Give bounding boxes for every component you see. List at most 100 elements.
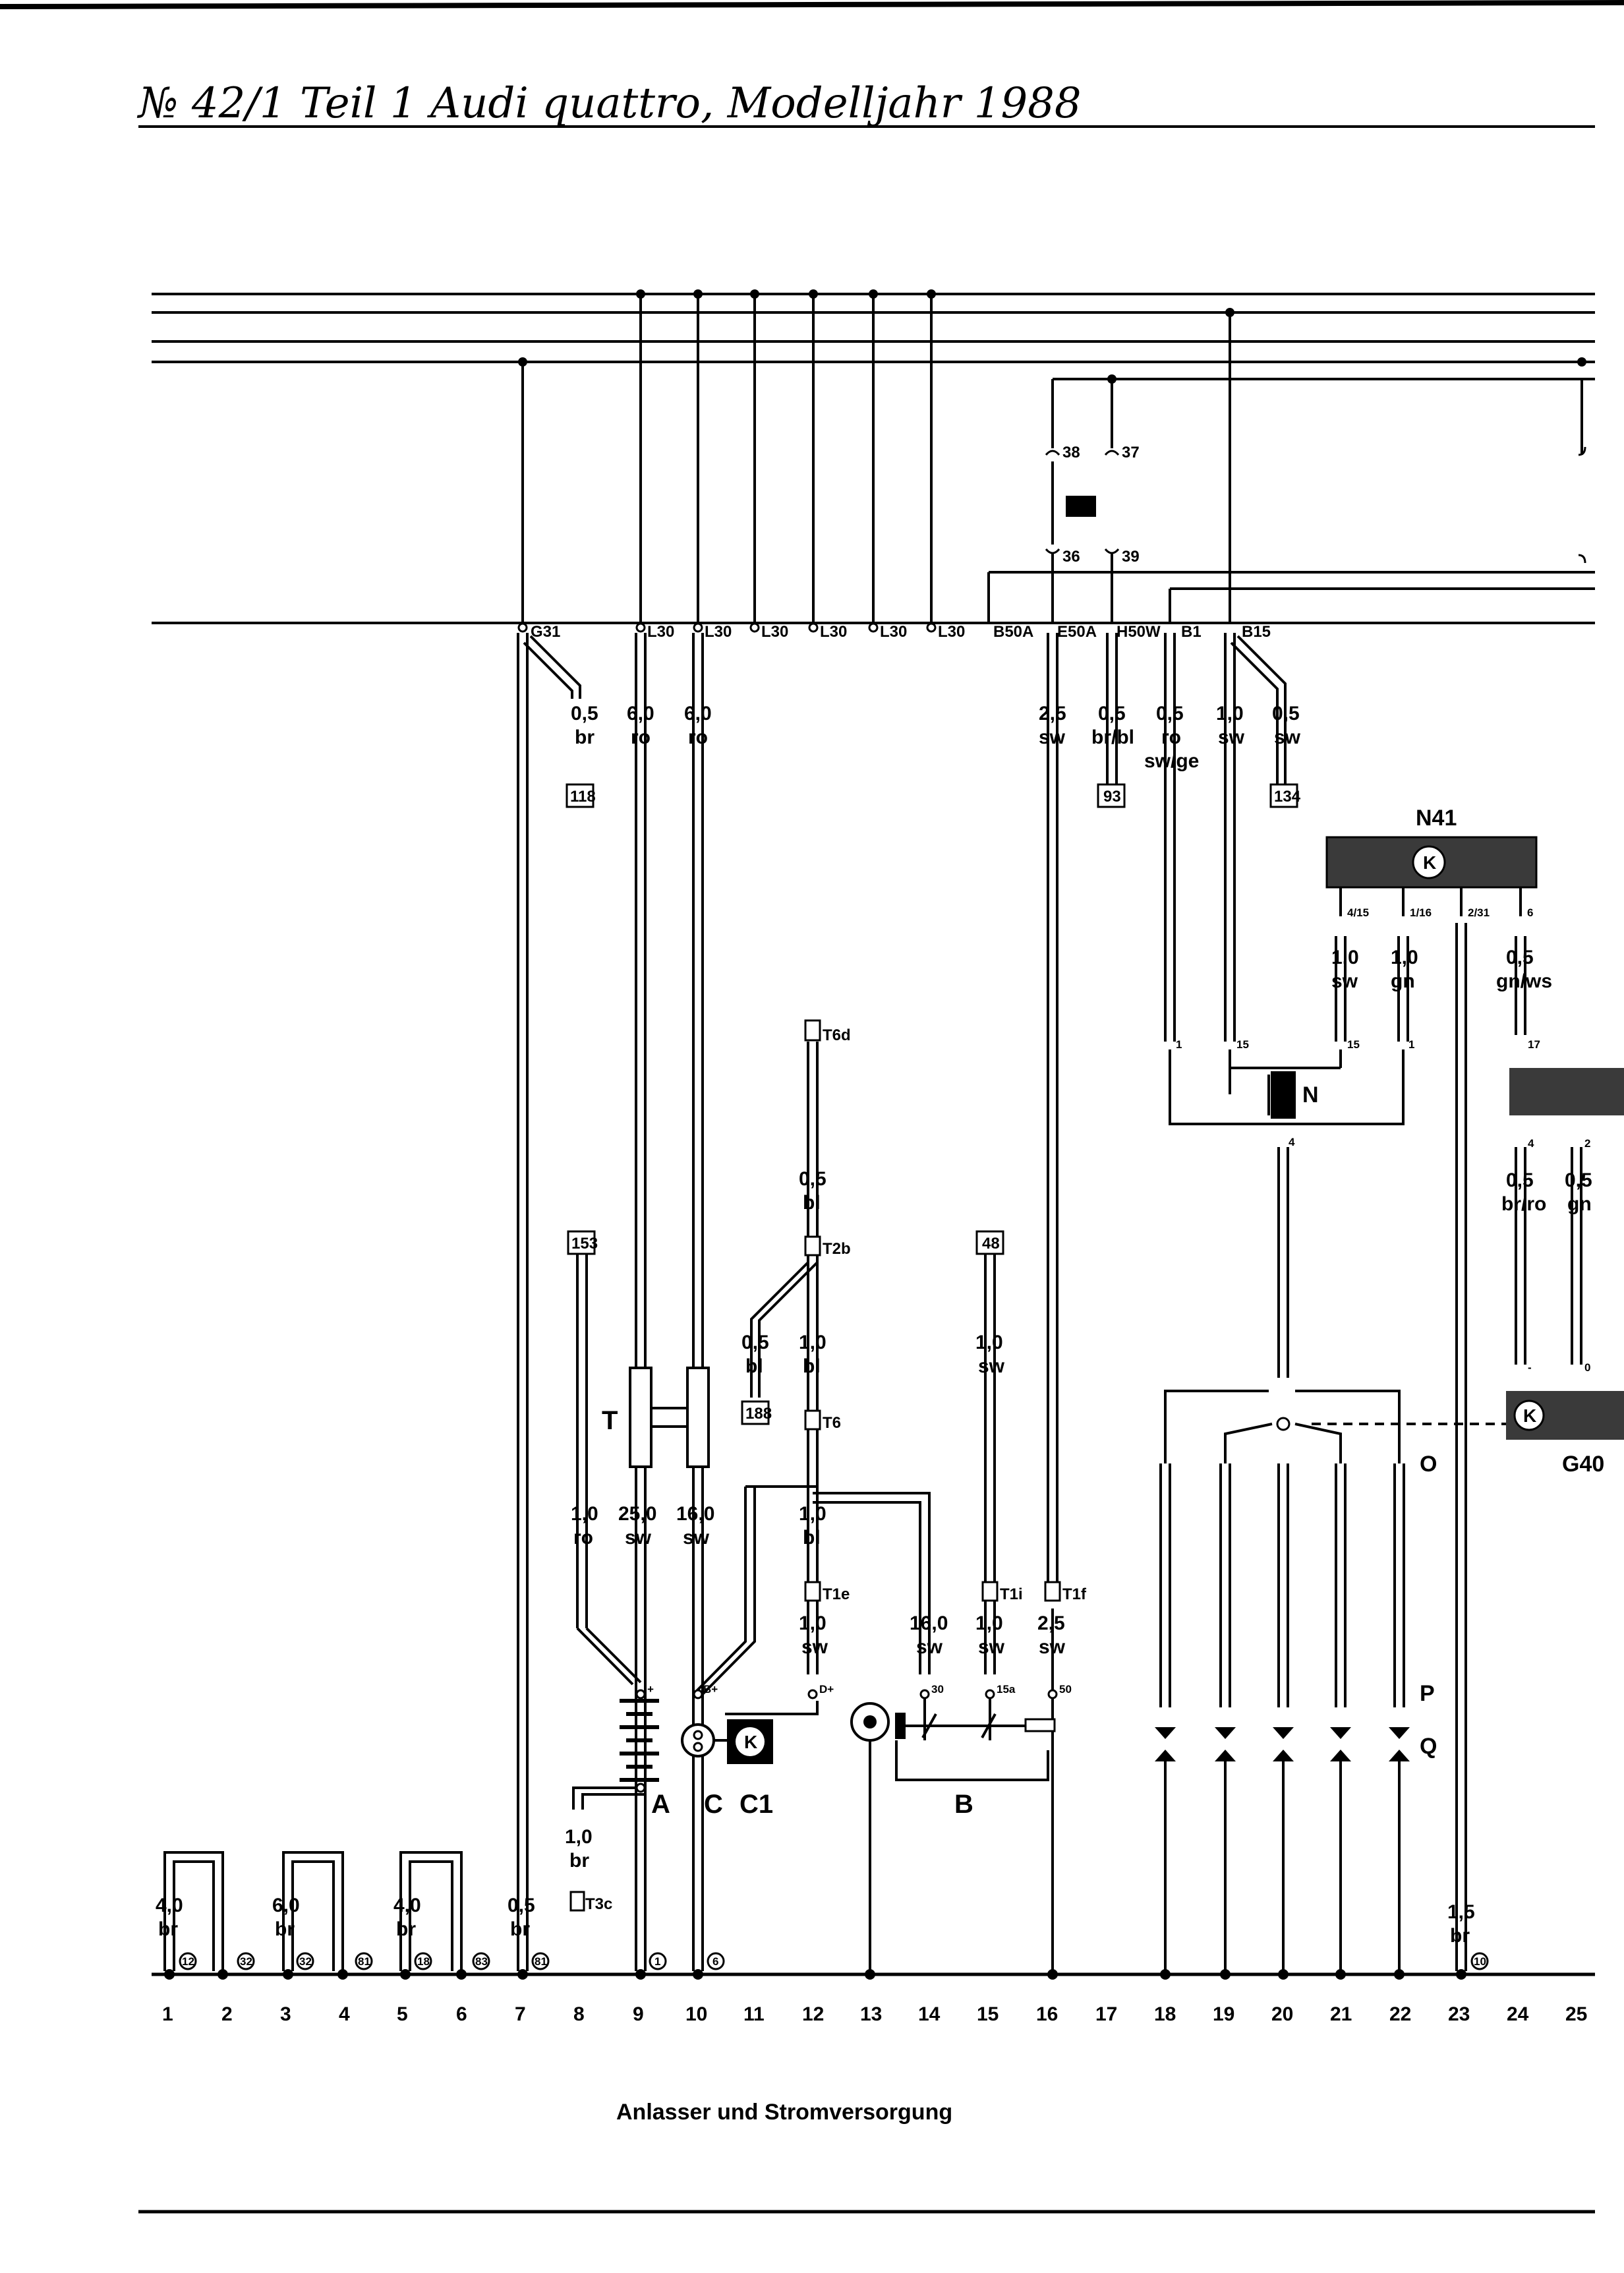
bus-tap-l30-1: L30 xyxy=(647,623,674,641)
wire-color: sw xyxy=(1331,970,1358,992)
wire-color: sw xyxy=(683,1527,710,1549)
rail-junctions xyxy=(518,289,1586,384)
wire-size: 2,5 xyxy=(1037,1612,1065,1634)
wire-size: 1,0 xyxy=(1331,947,1359,968)
bus-tap-labels: G31 L30 L30 L30 L30 L30 L30 B50A E50A H5… xyxy=(517,622,1271,641)
wire-color: ro xyxy=(688,726,708,748)
connector-t1i: T1i xyxy=(1000,1585,1023,1603)
terminal-b-plus: B+ xyxy=(703,1683,718,1696)
wire-size: 1,0 xyxy=(799,1503,826,1525)
wire-size: 1,0 xyxy=(1216,703,1244,724)
battery-a: + A xyxy=(572,1683,670,1819)
bus-tap-l30-6: L30 xyxy=(938,623,965,641)
terminal-plus: + xyxy=(647,1683,654,1696)
wire-color: bl xyxy=(803,1355,821,1377)
terminal-15a: 15a xyxy=(997,1683,1016,1696)
wire-size: 25,0 xyxy=(618,1503,656,1525)
wire-color: gn xyxy=(1391,970,1415,992)
column-number: 2 xyxy=(221,2003,233,2025)
ground-marker: 81 xyxy=(358,1955,370,1968)
column-number: 4 xyxy=(339,2003,350,2025)
relay-socket: 38 37 36 39 xyxy=(1045,444,1586,623)
relay-pin-37: 37 xyxy=(1122,444,1140,461)
wire-size: 2,5 xyxy=(1039,703,1066,724)
ground-marker: 32 xyxy=(299,1955,312,1968)
label-g40: G40 xyxy=(1562,1452,1604,1477)
label-t: T xyxy=(602,1406,618,1435)
wire-color: br xyxy=(1450,1925,1470,1947)
ground-loops xyxy=(163,1851,463,1971)
pin-0: 0 xyxy=(1584,1361,1590,1374)
top-border xyxy=(0,0,1624,9)
wire-size: 1,5 xyxy=(1447,1901,1475,1923)
wire-color: ro xyxy=(631,726,651,748)
reference-boxes: 118 93 134 153 188 48 xyxy=(566,783,1301,1425)
column-number: 24 xyxy=(1507,2003,1529,2025)
column-number: 6 xyxy=(456,2003,467,2025)
terminal-15b: 15 xyxy=(1347,1038,1360,1051)
relay-pin-39: 39 xyxy=(1122,548,1140,566)
wire-size: 4,0 xyxy=(393,1895,421,1916)
wire-color: br/bl xyxy=(1091,726,1134,748)
wire-color: br xyxy=(396,1918,416,1940)
connectors: T6d T2b T6 T1e T1i T1f T3c xyxy=(569,1019,1087,1913)
wire-color: sw xyxy=(625,1527,652,1549)
footer-caption: Anlasser und Stromversorgung xyxy=(616,2100,952,2125)
column-number: 23 xyxy=(1448,2003,1470,2025)
ignition-switch-labels: O P Q xyxy=(1276,1417,1437,1759)
wire-color: br xyxy=(569,1850,589,1872)
pin-2-31: 2/31 xyxy=(1468,906,1490,919)
wire-size: 16,0 xyxy=(910,1612,948,1634)
module-unlabeled: 17 4 2 xyxy=(1509,1038,1624,1150)
ref-48: 48 xyxy=(982,1235,1000,1253)
wire-size: 6,0 xyxy=(627,703,654,724)
wire-color: gn/ws xyxy=(1496,970,1552,992)
ref-118: 118 xyxy=(570,788,596,806)
ground-bus-dots xyxy=(164,1969,1466,1980)
wire-color: sw xyxy=(1039,1636,1066,1658)
rail-drops xyxy=(521,294,1583,623)
label-n: N xyxy=(1302,1082,1319,1107)
ground-marker: 18 xyxy=(417,1955,430,1968)
relay-coil-n: N 1 15 15 1 4 xyxy=(1176,1038,1414,1148)
column-number: 10 xyxy=(685,2003,707,2025)
connector-t6d: T6d xyxy=(823,1026,851,1044)
wire-size: 4,0 xyxy=(156,1895,183,1916)
terminal-15a: 15 xyxy=(1236,1038,1249,1051)
k-symbol: K xyxy=(1523,1405,1536,1426)
label-p: P xyxy=(1420,1681,1435,1706)
terminal-d-plus: D+ xyxy=(819,1683,834,1696)
wire-color: sw xyxy=(1039,726,1066,748)
ground-marker: 1 xyxy=(654,1955,660,1968)
column-number: 1 xyxy=(162,2003,173,2025)
alternator-c: K B+ D+ C C1 xyxy=(681,1683,834,1819)
column-number: 19 xyxy=(1213,2003,1234,2025)
column-number: 18 xyxy=(1154,2003,1176,2025)
column-number: 16 xyxy=(1036,2003,1058,2025)
bus-tap-g31: G31 xyxy=(531,623,560,641)
k-symbol: K xyxy=(744,1732,757,1752)
terminal-1b: 1 xyxy=(1408,1038,1414,1051)
terminal-4: 4 xyxy=(1289,1136,1295,1148)
ground-markers: 12 32 32 81 18 83 81 1 6 10 xyxy=(179,1952,1489,1970)
label-n41: N41 xyxy=(1416,806,1457,831)
wire-size: 1,0 xyxy=(565,1826,593,1848)
wire-color: bl xyxy=(745,1355,763,1377)
ref-153: 153 xyxy=(571,1235,598,1253)
sensor-g40: K G40 - 0 xyxy=(1506,1361,1624,1477)
wire-labels: 0,5 br 6,0 ro 6,0 ro 2,5 sw 0,5 br/bl 0,… xyxy=(156,703,1592,1947)
column-number: 21 xyxy=(1330,2003,1352,2025)
label-b: B xyxy=(954,1790,973,1819)
column-number: 17 xyxy=(1095,2003,1117,2025)
wire-size: 6,0 xyxy=(684,703,712,724)
pin-1-16: 1/16 xyxy=(1410,906,1432,919)
column-numbers: 1 2 3 4 5 6 7 8 9 10 11 12 13 14 15 16 1… xyxy=(162,2003,1587,2025)
wire-size: 0,5 xyxy=(1272,703,1300,724)
column-number: 11 xyxy=(743,2003,765,2025)
label-c: C xyxy=(704,1790,723,1819)
pin-minus: - xyxy=(1528,1361,1532,1374)
column-number: 12 xyxy=(802,2003,824,2025)
label-q: Q xyxy=(1420,1734,1437,1759)
wire-size: 0,5 xyxy=(799,1168,826,1190)
